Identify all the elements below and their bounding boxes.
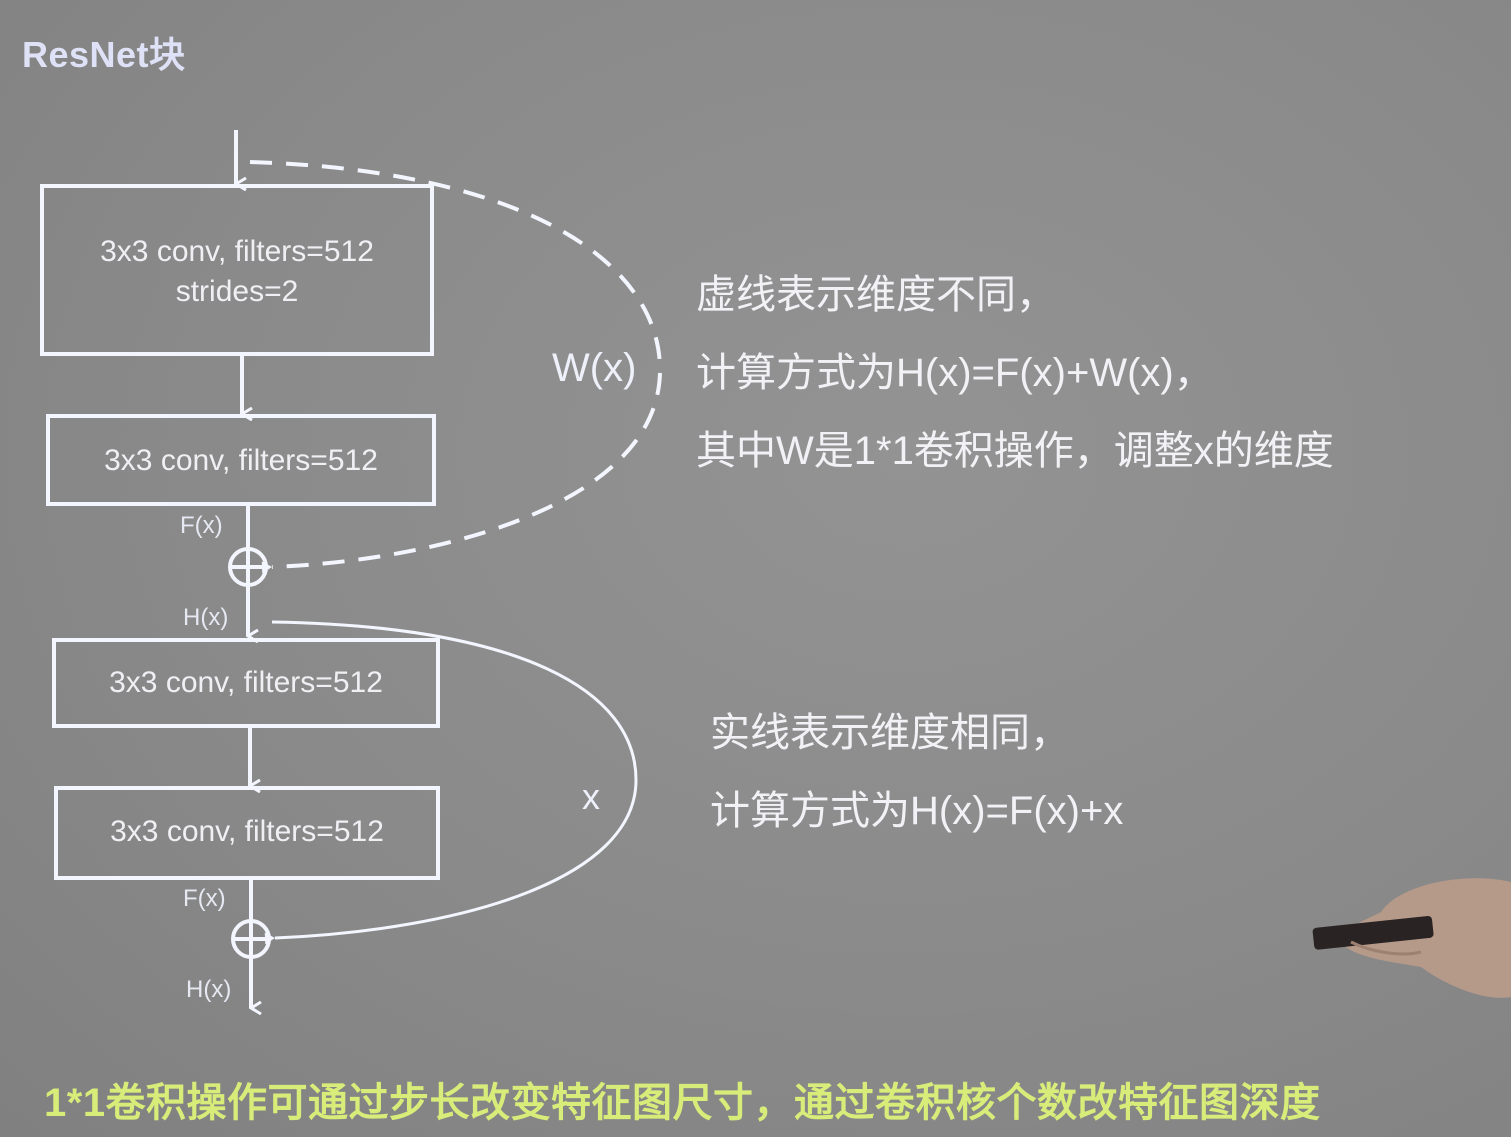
conv-box-1-text: 3x3 conv, filters=512 strides=2: [100, 235, 374, 308]
f-label-lower: F(x): [183, 885, 226, 912]
dashed-note: 虚线表示维度不同， 计算方式为H(x)=F(x)+W(x)， 其中W是1*1卷积…: [696, 256, 1334, 490]
solid-note-line2: 计算方式为H(x)=F(x)+x: [710, 789, 1124, 833]
slide-title: ResNet块: [22, 34, 186, 75]
conv-box-2: [46, 414, 436, 506]
solid-note: 实线表示维度相同， 计算方式为H(x)=F(x)+x: [710, 694, 1123, 850]
dashed-shortcut-w: [249, 160, 663, 574]
conv-box-4: [54, 786, 440, 880]
h-label-upper: H(x): [183, 604, 229, 631]
conv-box-1: [40, 184, 434, 356]
h-label-lower: H(x): [186, 976, 232, 1003]
w-shortcut-label: W(x): [552, 346, 637, 390]
dashed-note-line3: 其中W是1*1卷积操作，调整x的维度: [696, 429, 1334, 473]
conv-box-4-text: 3x3 conv, filters=512: [110, 815, 384, 848]
dashed-note-line1: 虚线表示维度不同，: [696, 273, 1056, 317]
x-shortcut-label: x: [582, 776, 600, 817]
dashed-note-line2: 计算方式为H(x)=F(x)+W(x)，: [696, 351, 1214, 395]
conv-box-2-text: 3x3 conv, filters=512: [104, 444, 378, 477]
conv-box-3: [52, 638, 440, 728]
footer-caption: 1*1卷积操作可通过步长改变特征图尺寸，通过卷积核个数改特征图深度: [44, 1081, 1321, 1125]
presenter-hand-image: [1312, 878, 1511, 998]
conv-box-3-text: 3x3 conv, filters=512: [109, 666, 383, 699]
f-label-upper: F(x): [180, 512, 223, 539]
solid-note-line1: 实线表示维度相同，: [710, 711, 1070, 755]
solid-shortcut-x: [264, 620, 638, 945]
